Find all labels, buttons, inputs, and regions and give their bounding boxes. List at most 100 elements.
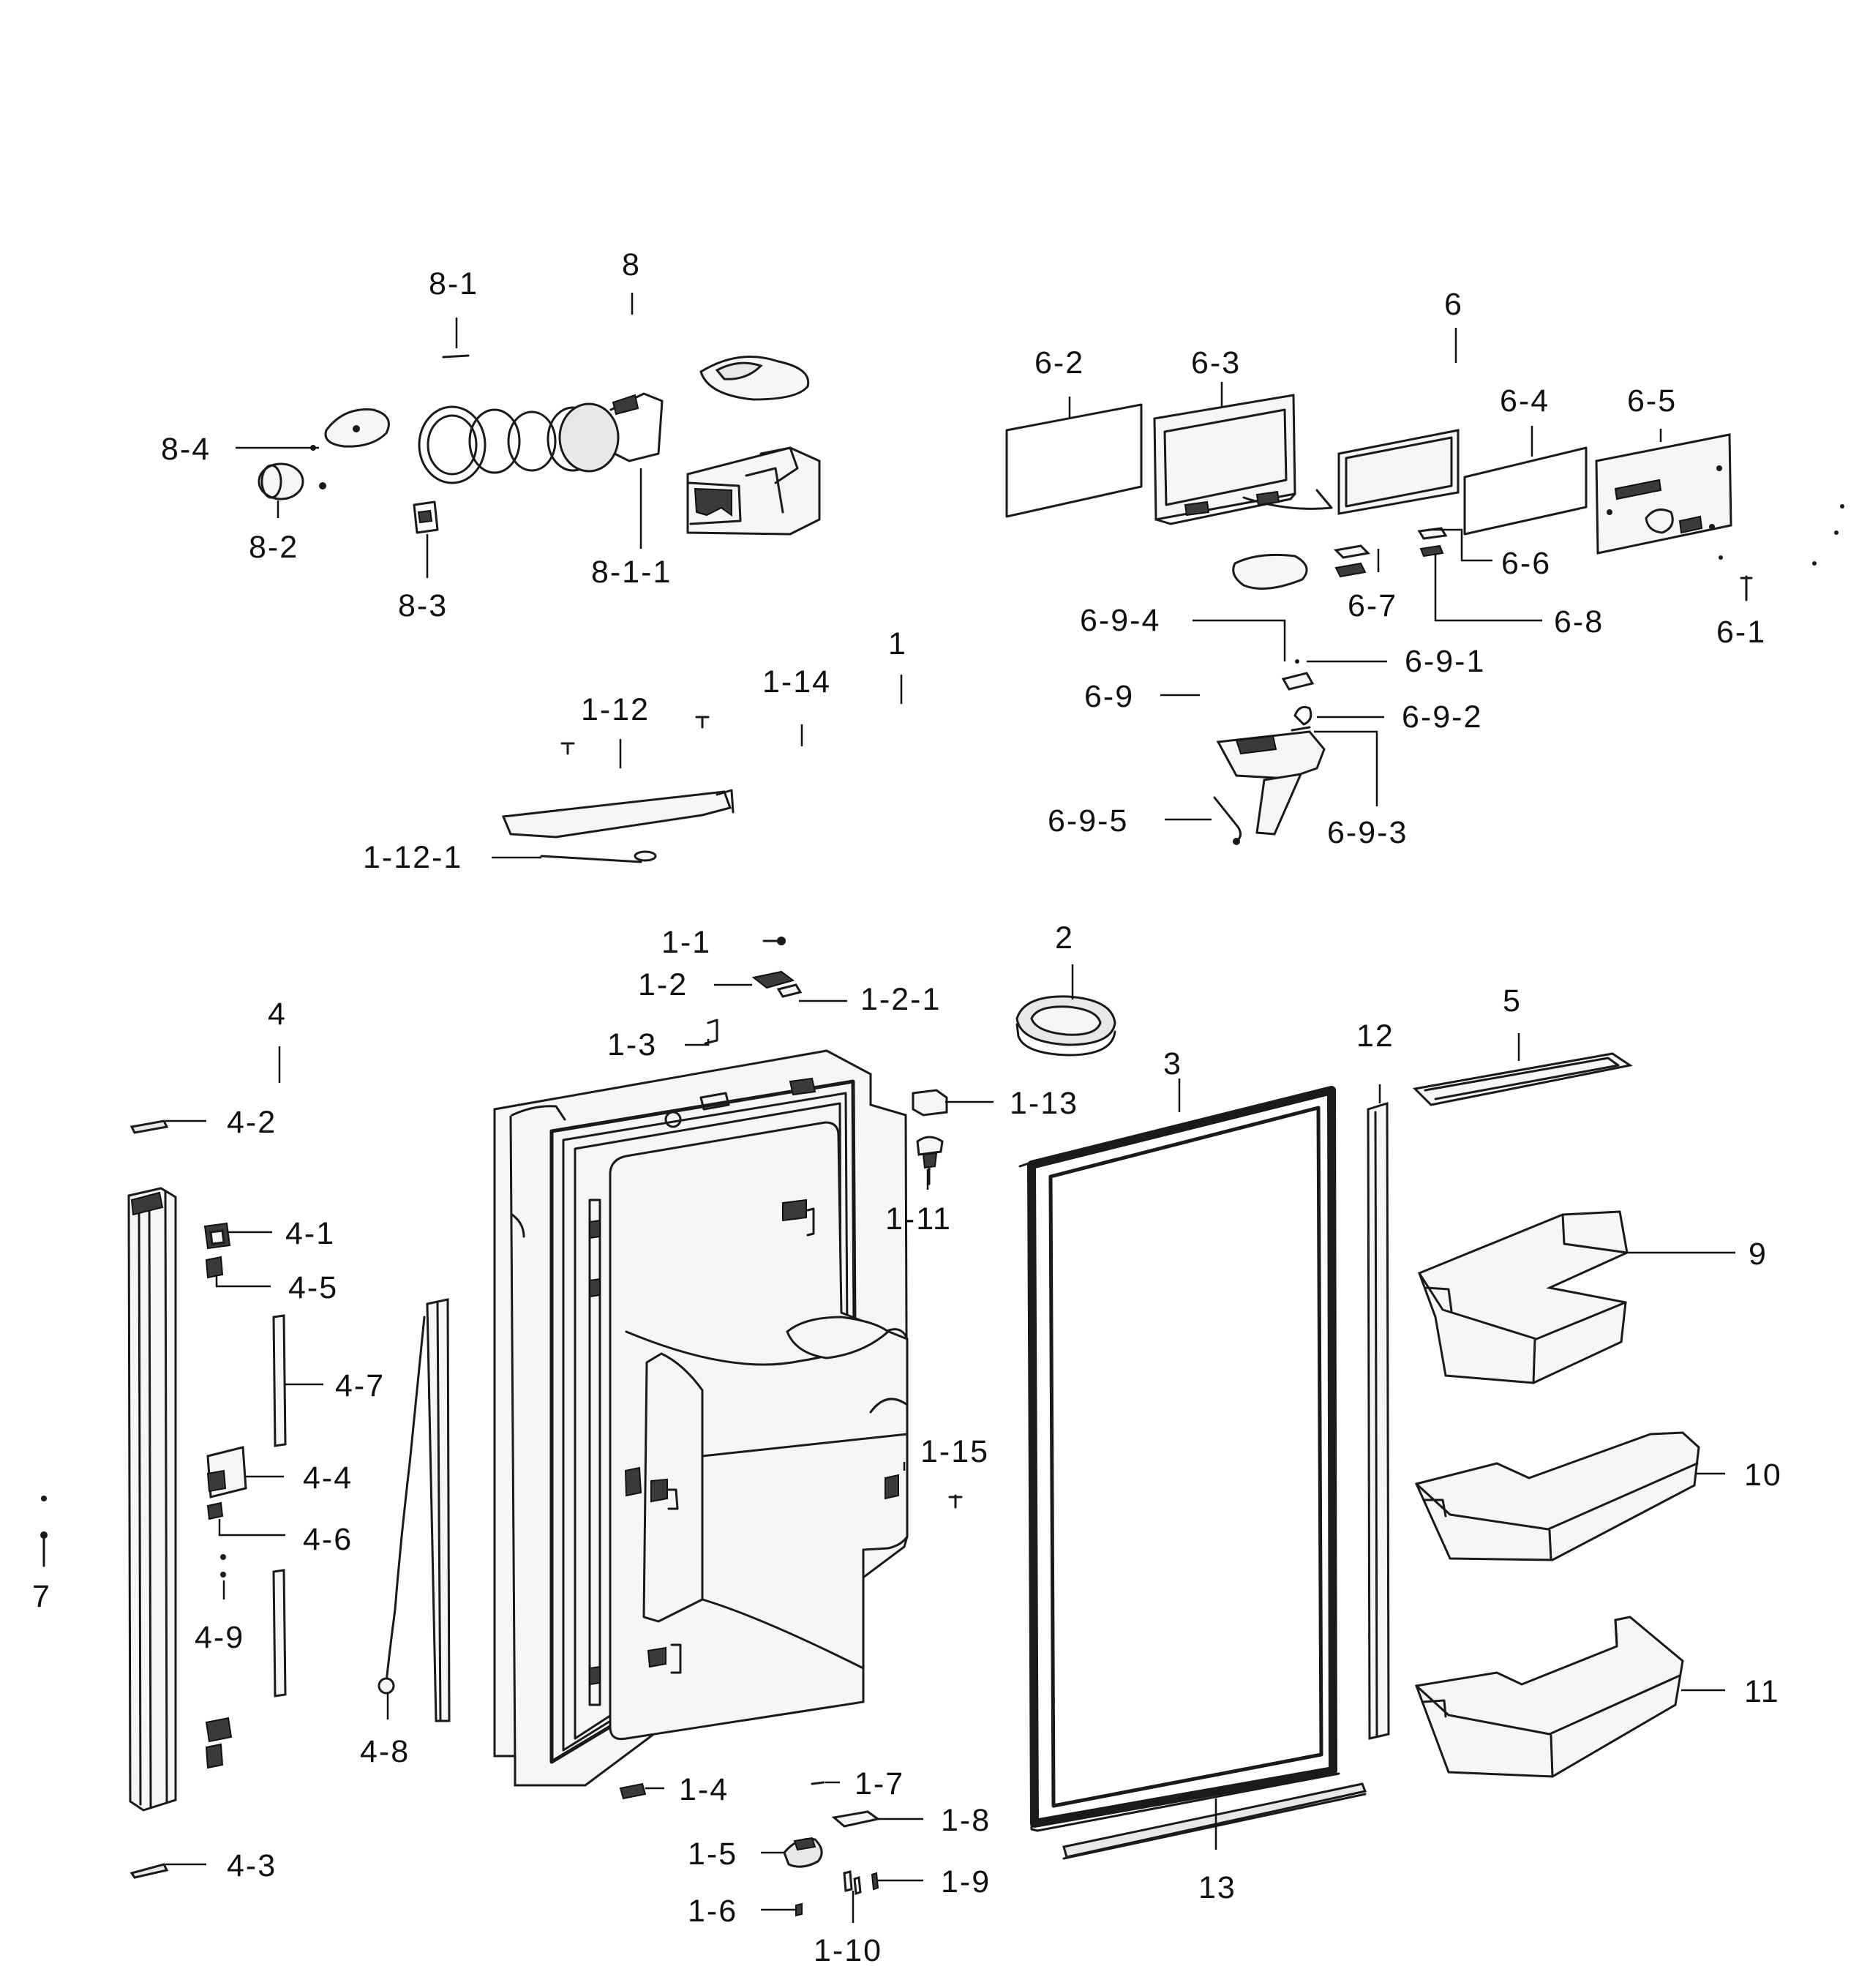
callout-1-3: 1-3 bbox=[607, 1027, 657, 1062]
callout-8-1-1: 8-1-1 bbox=[591, 555, 672, 590]
callout-8-1: 8-1 bbox=[429, 266, 478, 301]
callout-6-6: 6-6 bbox=[1501, 546, 1551, 581]
part-8-3 bbox=[413, 500, 439, 534]
callout-1-14: 1-14 bbox=[762, 664, 831, 699]
callout-6-8: 6-8 bbox=[1554, 604, 1604, 639]
callout-8-4: 8-4 bbox=[161, 432, 211, 467]
ice-bin-cover bbox=[699, 356, 810, 401]
part-4-6 bbox=[206, 1501, 224, 1520]
callout-6-4: 6-4 bbox=[1500, 383, 1550, 419]
part-4-4 bbox=[206, 1446, 247, 1498]
callout-1-13: 1-13 bbox=[1010, 1086, 1078, 1121]
part-4-side-trim bbox=[426, 1298, 451, 1722]
callout-4-6: 4-6 bbox=[303, 1522, 353, 1557]
callout-1-5: 1-5 bbox=[688, 1837, 737, 1872]
part-1-1 bbox=[762, 937, 786, 945]
callout-4-8: 4-8 bbox=[360, 1734, 410, 1769]
part-5 bbox=[1412, 1052, 1633, 1106]
part-4-lower-clip-b bbox=[205, 1743, 224, 1769]
part-10 bbox=[1414, 1431, 1700, 1561]
part-1-10 bbox=[843, 1870, 862, 1896]
callout-1-7: 1-7 bbox=[855, 1766, 904, 1801]
callout-12: 12 bbox=[1356, 1019, 1394, 1054]
part-4-2 bbox=[129, 1119, 169, 1134]
part-9 bbox=[1418, 1210, 1629, 1384]
callout-10: 10 bbox=[1744, 1458, 1782, 1493]
part-4-9 bbox=[220, 1554, 226, 1578]
callout-8-3: 8-3 bbox=[398, 588, 448, 623]
part-1-7 bbox=[811, 1781, 825, 1785]
callout-4-7: 4-7 bbox=[335, 1368, 385, 1403]
part-1-11 bbox=[916, 1136, 944, 1185]
callout-7: 7 bbox=[32, 1579, 51, 1614]
part-1-12 bbox=[501, 716, 735, 839]
part-1-4 bbox=[619, 1782, 647, 1800]
callout-5: 5 bbox=[1503, 983, 1522, 1019]
callout-1-9: 1-9 bbox=[941, 1864, 991, 1899]
callout-11: 11 bbox=[1744, 1674, 1780, 1709]
part-4-5 bbox=[205, 1256, 224, 1279]
callout-8: 8 bbox=[622, 247, 641, 282]
callout-4: 4 bbox=[268, 997, 287, 1032]
callout-6-9-5: 6-9-5 bbox=[1048, 803, 1128, 839]
part-11 bbox=[1414, 1616, 1684, 1778]
callout-2: 2 bbox=[1055, 920, 1074, 956]
part-4-lower-clip-a bbox=[205, 1717, 233, 1743]
callout-1-6: 1-6 bbox=[688, 1894, 737, 1929]
callout-6-9-2: 6-9-2 bbox=[1402, 699, 1482, 735]
part-6-9 bbox=[1213, 659, 1326, 845]
part-8-1 bbox=[418, 354, 664, 484]
part-4-8 bbox=[378, 1316, 426, 1695]
callout-1-1: 1-1 bbox=[661, 925, 711, 960]
callout-6-3: 6-3 bbox=[1191, 345, 1241, 380]
callout-6-9-4: 6-9-4 bbox=[1080, 603, 1160, 638]
part-6-2 bbox=[1005, 403, 1143, 518]
callout-4-9: 4-9 bbox=[195, 1620, 244, 1655]
part-6-3 bbox=[1153, 394, 1333, 525]
callout-4-2: 4-2 bbox=[227, 1105, 277, 1140]
callout-9: 9 bbox=[1749, 1237, 1768, 1272]
callout-6-1: 6-1 bbox=[1716, 615, 1766, 650]
part-1-2 bbox=[751, 970, 803, 998]
callout-4-5: 4-5 bbox=[288, 1270, 338, 1305]
callout-labels: 8-1 8 8-4 8-2 8-3 8-1-1 6 6-2 6-3 6-4 6-… bbox=[32, 247, 1782, 1968]
callout-1: 1 bbox=[888, 626, 907, 661]
callout-1-12: 1-12 bbox=[581, 692, 650, 727]
dispenser-panel-assembly bbox=[1005, 394, 1844, 845]
part-8-2 bbox=[258, 462, 326, 500]
part-1-3 bbox=[704, 1019, 718, 1045]
part-6-5 bbox=[1595, 433, 1732, 555]
part-6-7 bbox=[1333, 544, 1371, 578]
part-1-8 bbox=[831, 1810, 881, 1828]
part-4-handle bbox=[127, 1187, 177, 1812]
part-1-6 bbox=[795, 1902, 803, 1917]
callout-4-1: 4-1 bbox=[285, 1216, 335, 1251]
callout-6-9-1: 6-9-1 bbox=[1405, 644, 1485, 679]
part-1-5 bbox=[783, 1837, 823, 1868]
callout-4-4: 4-4 bbox=[303, 1460, 353, 1496]
callout-6-9-3: 6-9-3 bbox=[1327, 815, 1408, 850]
callout-4-3: 4-3 bbox=[227, 1848, 277, 1883]
part-1-12-1 bbox=[540, 850, 657, 863]
callout-1-2-1: 1-2-1 bbox=[860, 982, 941, 1017]
part-1-15 bbox=[948, 1494, 963, 1509]
part-13 bbox=[1062, 1782, 1367, 1860]
part-4-3 bbox=[129, 1863, 169, 1879]
part-4-1 bbox=[203, 1222, 231, 1250]
part-6-1 bbox=[1719, 504, 1844, 601]
part-3 bbox=[1018, 1086, 1340, 1832]
ice-maker-housing bbox=[686, 446, 821, 536]
part-6-8 bbox=[1419, 544, 1444, 558]
part-1-13 bbox=[912, 1089, 948, 1117]
part-6-4 bbox=[1463, 446, 1588, 536]
callout-6-2: 6-2 bbox=[1034, 345, 1084, 380]
callout-1-10: 1-10 bbox=[814, 1933, 882, 1968]
callout-1-2: 1-2 bbox=[638, 967, 688, 1002]
part-4-lower-strip bbox=[272, 1569, 287, 1698]
part-6-4-glass bbox=[1337, 429, 1460, 515]
callout-6-5: 6-5 bbox=[1627, 383, 1677, 419]
callout-6-7: 6-7 bbox=[1348, 588, 1397, 623]
callout-3: 3 bbox=[1163, 1046, 1182, 1081]
callout-1-4: 1-4 bbox=[679, 1772, 729, 1807]
